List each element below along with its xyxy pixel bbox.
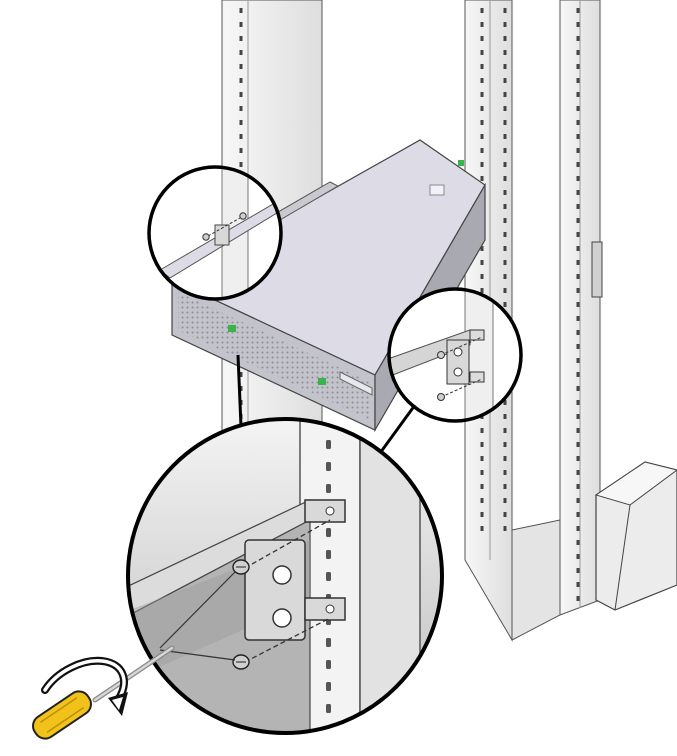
rack-mounting-holes [239,8,580,601]
screw-icon [437,351,445,359]
status-led-left [228,325,236,332]
rack-base-block [511,519,561,641]
server-top-vent [429,184,445,196]
screw-icon [232,654,250,670]
mounting-bracket-icon [446,339,470,385]
rack-latch [591,241,603,298]
callout-zoom-detail [126,417,444,735]
rack-side-box [594,461,677,611]
status-led-right [318,378,326,385]
server-label-plate [339,371,373,396]
screw-icon [239,212,247,220]
screw-icon [232,559,250,575]
callout-left-bracket [147,165,283,301]
screwdriver-icon [32,645,175,740]
rack-post-right-back [559,0,601,616]
screw-icon [437,393,445,401]
rotation-arrow-icon [41,656,128,716]
rear-led [458,160,464,166]
screw-icon [202,233,210,241]
callout-right-bracket [387,287,523,423]
mounting-bracket-icon [244,499,346,641]
server-vent-grille [178,292,370,420]
